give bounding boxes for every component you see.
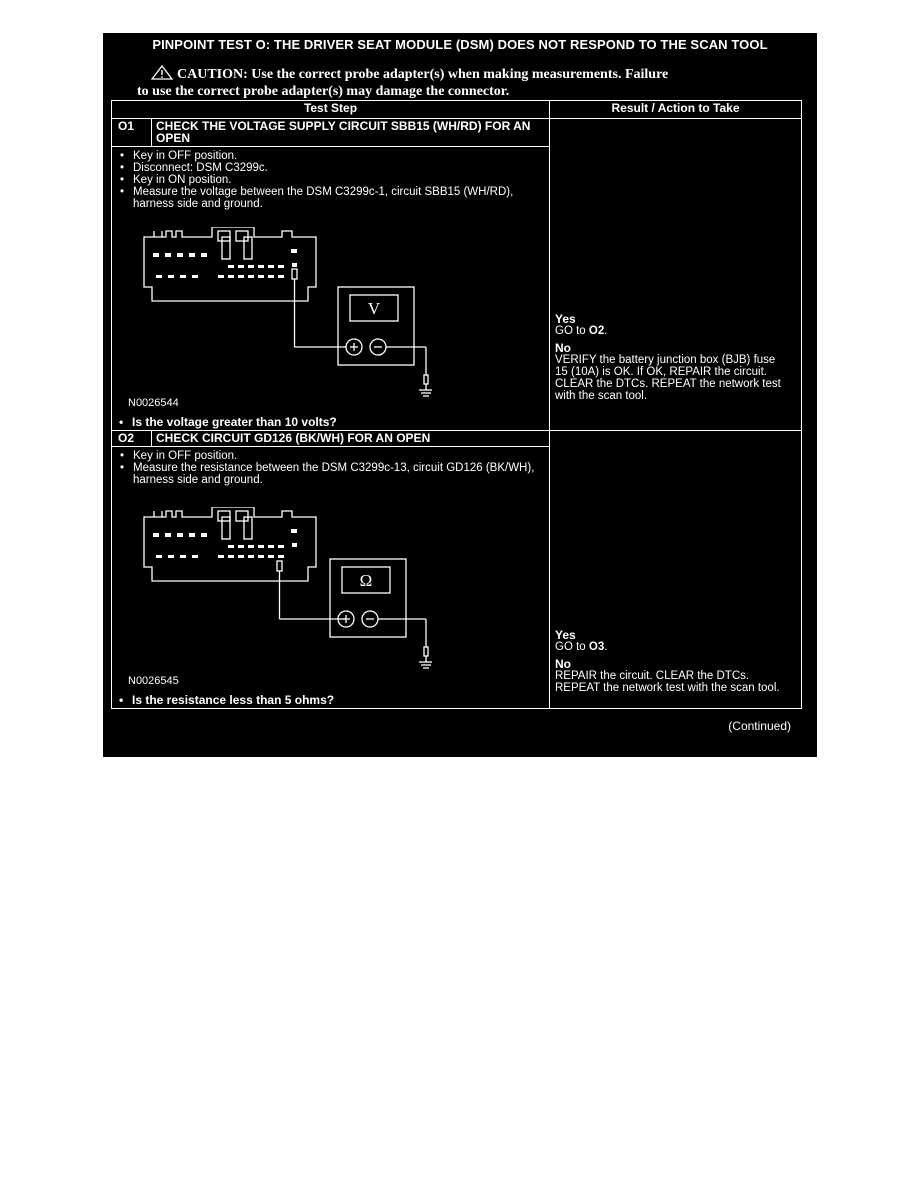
figure-id-o1: N0026544: [128, 397, 179, 409]
ohmmeter-symbol: Ω: [360, 571, 373, 590]
yes-target-link[interactable]: O2: [588, 325, 605, 337]
list-item: Key in ON position.: [120, 174, 545, 186]
voltmeter-symbol: V: [368, 299, 381, 318]
warning-triangle-icon: [150, 64, 174, 84]
step-body-o2: Key in OFF position. Measure the resista…: [111, 446, 550, 709]
result-cell-o2: Yes GO to O3. No REPAIR the circuit. CLE…: [549, 430, 802, 709]
caution-note: CAUTION: Use the correct probe adapter(s…: [137, 64, 791, 99]
caution-line-1: CAUTION: Use the correct probe adapter(s…: [177, 67, 669, 82]
yes-target-link[interactable]: O3: [588, 641, 605, 653]
test-step-table: Test Step Result / Action to Take O1 CHE…: [111, 100, 802, 709]
no-label: No: [555, 341, 571, 355]
step-heading-o2: CHECK CIRCUIT GD126 (BK/WH) FOR AN OPEN: [151, 430, 550, 447]
yes-label: Yes: [555, 312, 576, 326]
column-header-test-step: Test Step: [111, 100, 550, 119]
caution-line-2: to use the correct probe adapter(s) may …: [137, 84, 510, 99]
step-id-o1: O1: [111, 118, 152, 147]
step-id-o2: O2: [111, 430, 152, 447]
yes-label: Yes: [555, 628, 576, 642]
list-item: Disconnect: DSM C3299c.: [120, 162, 545, 174]
step-question-o2: Is the resistance less than 5 ohms?: [115, 694, 334, 706]
result-cell-o1: Yes GO to O2. No VERIFY the battery junc…: [549, 118, 802, 431]
step-body-o1: Key in OFF position. Disconnect: DSM C32…: [111, 146, 550, 431]
result-text-o1: Yes GO to O2. No VERIFY the battery junc…: [555, 313, 783, 402]
list-item: Measure the resistance between the DSM C…: [120, 462, 545, 486]
yes-action: GO to O3.: [555, 641, 608, 653]
list-item: Measure the voltage between the DSM C329…: [120, 186, 545, 210]
no-action: REPAIR the circuit. CLEAR the DTCs. REPE…: [555, 670, 780, 694]
result-text-o2: Yes GO to O3. No REPAIR the circuit. CLE…: [555, 629, 783, 694]
no-action: VERIFY the battery junction box (BJB) fu…: [555, 354, 781, 402]
figure-id-o2: N0026545: [128, 675, 179, 687]
yes-action: GO to O2.: [555, 325, 608, 337]
step-bullets-o1: Key in OFF position. Disconnect: DSM C32…: [116, 150, 545, 210]
voltage-measurement-diagram: V: [143, 227, 432, 397]
continued-label: (Continued): [728, 719, 791, 733]
step-heading-o1: CHECK THE VOLTAGE SUPPLY CIRCUIT SBB15 (…: [151, 118, 550, 147]
no-label: No: [555, 657, 571, 671]
step-question-o1: Is the voltage greater than 10 volts?: [115, 416, 337, 428]
pinpoint-test-panel: PINPOINT TEST O: THE DRIVER SEAT MODULE …: [103, 33, 817, 757]
page-title: PINPOINT TEST O: THE DRIVER SEAT MODULE …: [152, 37, 768, 52]
list-item: Key in OFF position.: [120, 450, 545, 462]
list-item: Key in OFF position.: [120, 150, 545, 162]
step-bullets-o2: Key in OFF position. Measure the resista…: [116, 450, 545, 486]
column-header-result: Result / Action to Take: [549, 100, 802, 119]
resistance-measurement-diagram: Ω: [143, 507, 432, 669]
